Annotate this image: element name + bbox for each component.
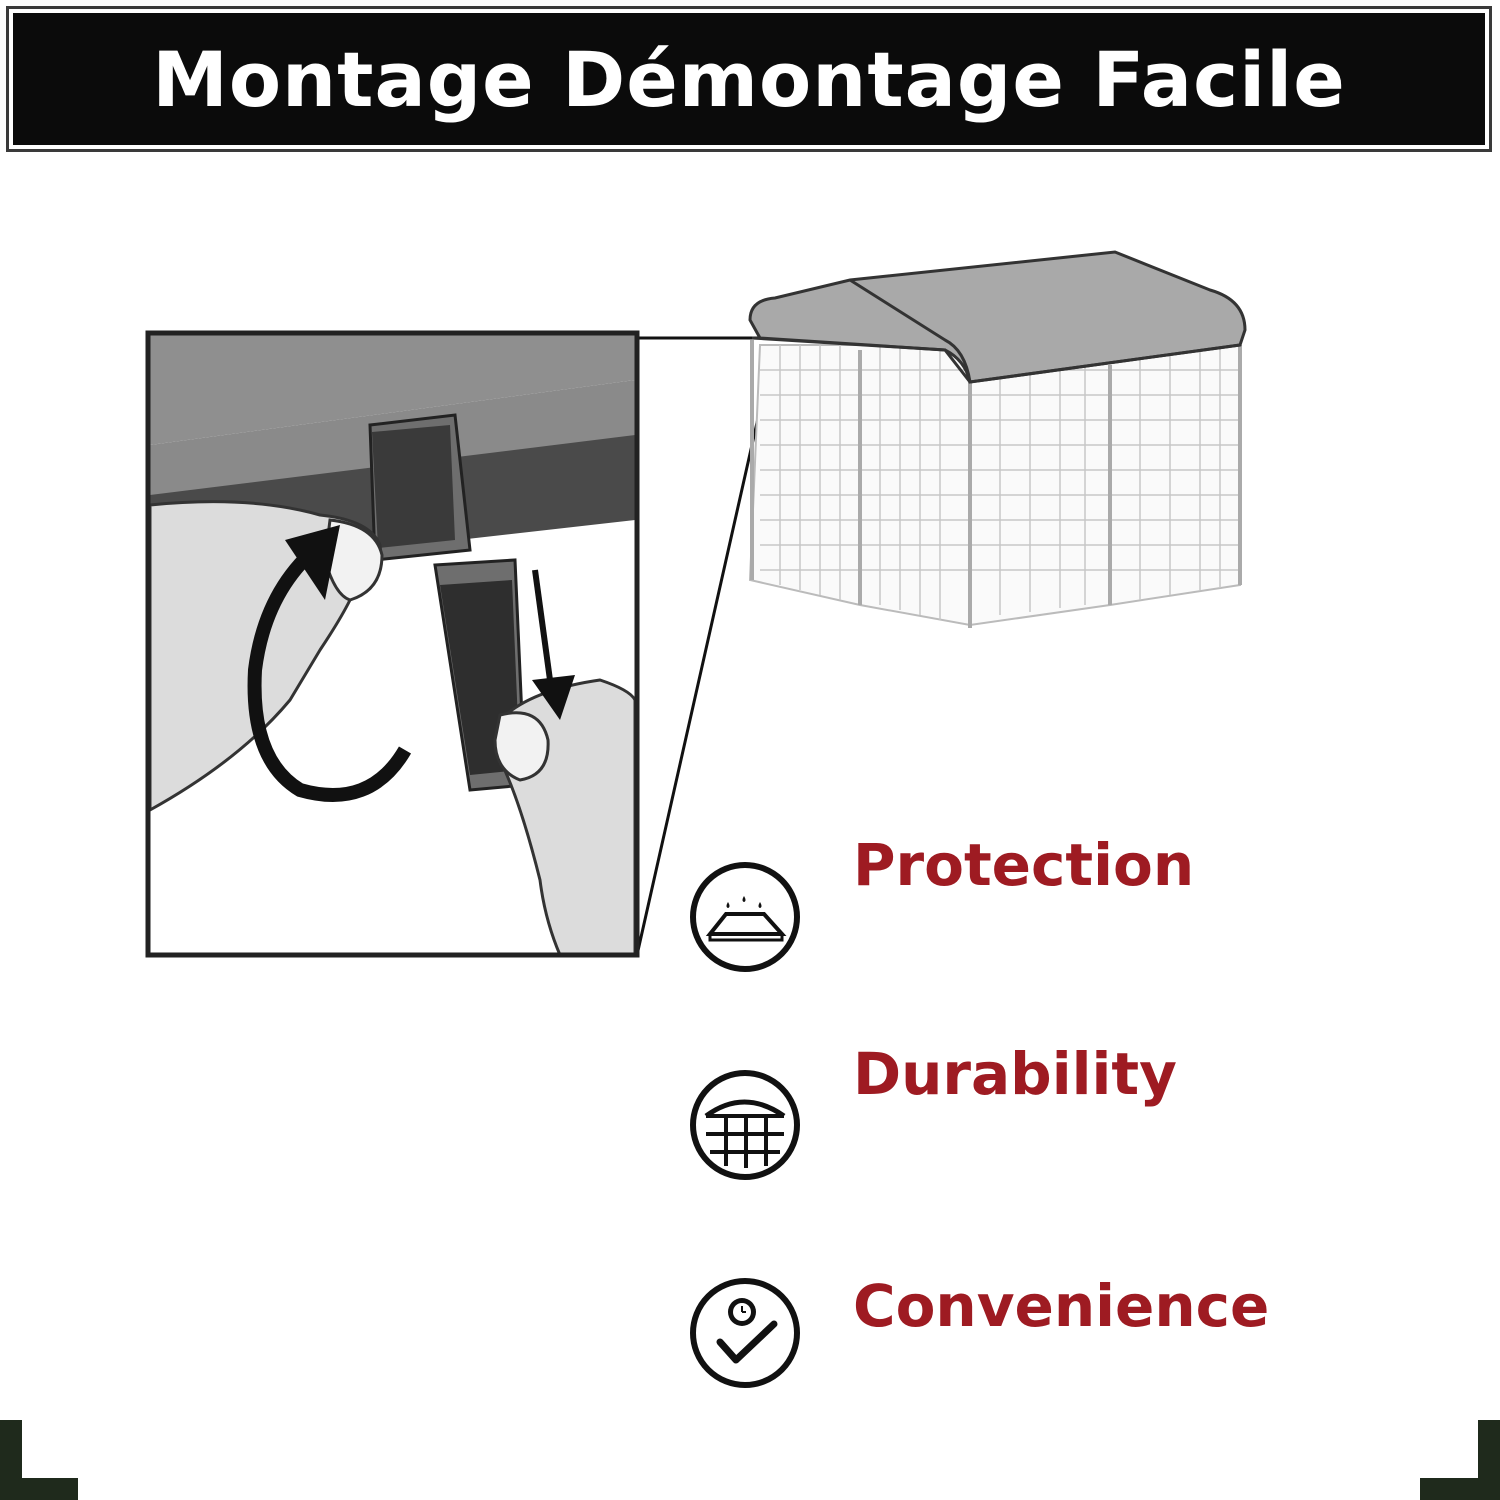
corner-mark-right-horizontal bbox=[1420, 1478, 1500, 1500]
feature-protection-label: Protection bbox=[853, 831, 1195, 899]
zoom-line-bottom bbox=[635, 364, 772, 956]
page-title: Montage Démontage Facile bbox=[152, 34, 1346, 124]
title-banner: Montage Démontage Facile bbox=[6, 6, 1492, 152]
corner-mark-left-horizontal bbox=[0, 1478, 78, 1500]
velcro-detail-panel bbox=[145, 330, 640, 958]
feature-convenience-label: Convenience bbox=[853, 1272, 1270, 1340]
dog-kennel-illustration bbox=[748, 250, 1247, 628]
clock-check-icon bbox=[690, 1278, 800, 1388]
feature-durability-label: Durability bbox=[853, 1040, 1177, 1108]
title-banner-fill: Montage Démontage Facile bbox=[13, 13, 1485, 145]
cage-frame-icon bbox=[690, 1070, 800, 1180]
roof-rain-icon bbox=[690, 862, 800, 972]
